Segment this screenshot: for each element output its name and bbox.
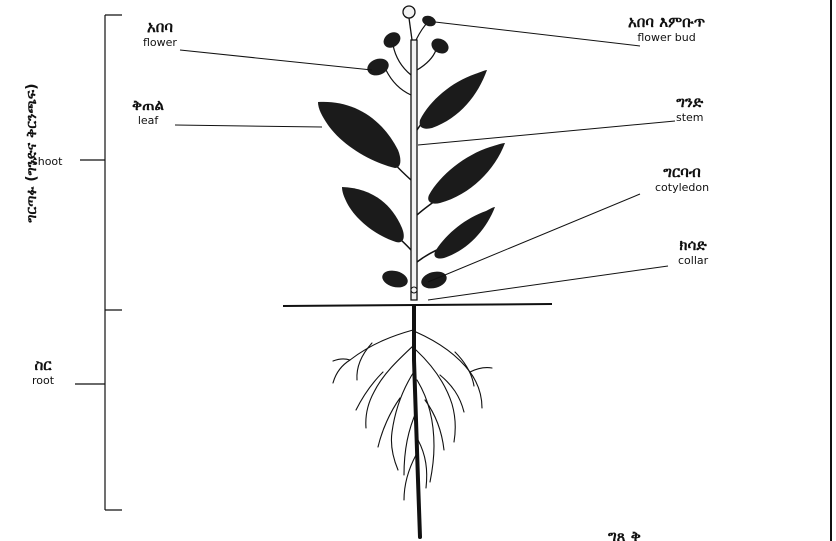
flower-top-bud <box>403 6 415 18</box>
collar-node <box>411 287 417 293</box>
flower-bud-label: አበባ እምቡጥ flower bud <box>628 15 705 43</box>
stem-label-am: ግንድ <box>676 95 704 110</box>
stem <box>403 6 417 300</box>
collar-label-en: collar <box>678 255 708 266</box>
root-label: ስር root <box>32 358 54 386</box>
leaf-label: ቅጠል leaf <box>132 98 164 126</box>
stem-label: ግንድ stem <box>676 95 704 123</box>
ground-line <box>283 304 552 306</box>
flower-label: አበባ flower <box>143 20 177 48</box>
root-system <box>333 306 492 537</box>
cotyledon-label-en: cotyledon <box>655 182 709 193</box>
leaf-label-am: ቅጠል <box>132 98 164 113</box>
stem-label-en: stem <box>676 112 704 123</box>
flower-bud-label-am: አበባ እምቡጥ <box>628 15 705 30</box>
flower-label-en: flower <box>143 37 177 48</box>
root-label-en: root <box>32 375 54 386</box>
shoot-vertical-label: ግርጣፉ (ግንድና ቅርንጫፍ) <box>24 63 40 243</box>
root-bracket <box>75 310 122 510</box>
flower-buds <box>365 14 451 78</box>
flower-label-am: አበባ <box>143 20 177 35</box>
cotyledon-label-am: ግርባብ <box>655 165 709 180</box>
shoot-bracket <box>80 15 122 310</box>
shoot-label: shoot <box>32 154 62 167</box>
collar-label: ክሳድ collar <box>678 238 708 266</box>
bottom-partial-label: ግጸ ቅ <box>608 529 641 541</box>
leaf-label-en: leaf <box>132 115 164 126</box>
root-label-am: ስር <box>32 358 54 373</box>
cotyledon-label: ግርባብ cotyledon <box>655 165 709 193</box>
shoot-label-en: shoot <box>32 156 62 167</box>
collar-label-am: ክሳድ <box>678 238 708 253</box>
flower-bud-label-en: flower bud <box>628 32 705 43</box>
